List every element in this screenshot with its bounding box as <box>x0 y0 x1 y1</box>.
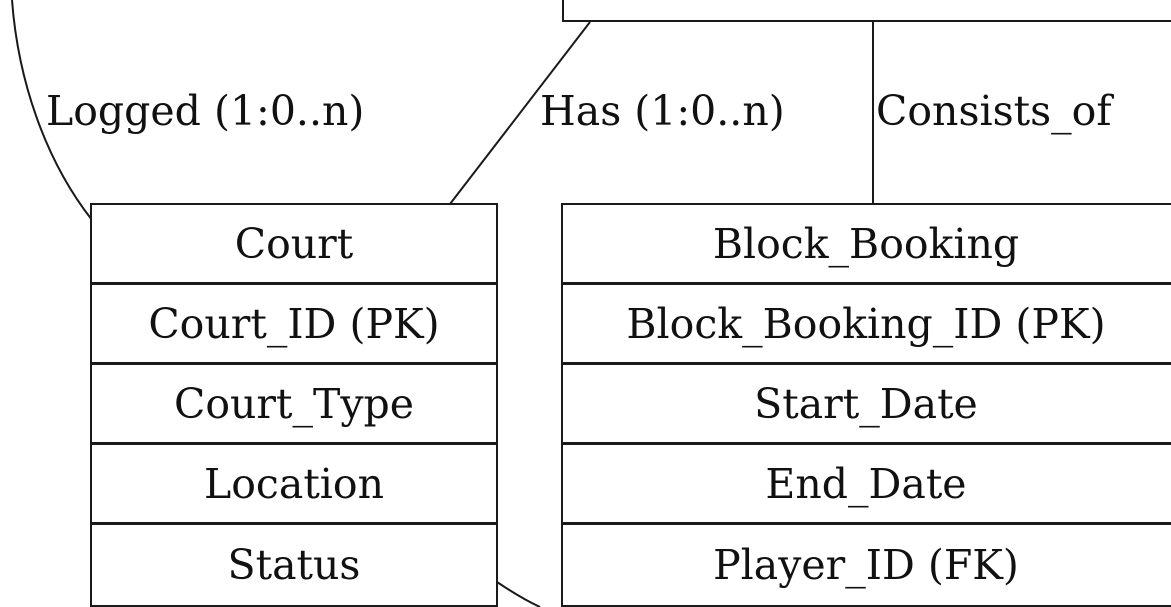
has-relationship-label: Has (1:0..n) <box>540 87 785 135</box>
court-attribute: Court_ID (PK) <box>92 285 496 365</box>
has-edge <box>449 21 591 205</box>
logged-relationship-label: Logged (1:0..n) <box>46 87 365 135</box>
block-booking-entity-title: Block_Booking <box>563 205 1171 285</box>
upper-entity-partial <box>562 0 1171 22</box>
block-booking-attribute: Block_Booking_ID (PK) <box>563 285 1171 365</box>
court-attribute: Court_Type <box>92 365 496 445</box>
status-edge <box>496 581 541 607</box>
block-booking-entity[interactable]: Block_Booking Block_Booking_ID (PK) Star… <box>561 203 1171 607</box>
court-entity[interactable]: Court Court_ID (PK) Court_Type Location … <box>90 203 498 607</box>
logged-edge <box>11 0 93 221</box>
court-entity-title: Court <box>92 205 496 285</box>
court-attribute: Status <box>227 541 361 589</box>
block-booking-attribute: Start_Date <box>563 365 1171 445</box>
court-attribute: Location <box>92 445 496 525</box>
block-booking-attribute: Player_ID (FK) <box>713 541 1019 589</box>
block-booking-attribute: End_Date <box>563 445 1171 525</box>
consists-of-relationship-label: Consists_of <box>876 87 1112 135</box>
